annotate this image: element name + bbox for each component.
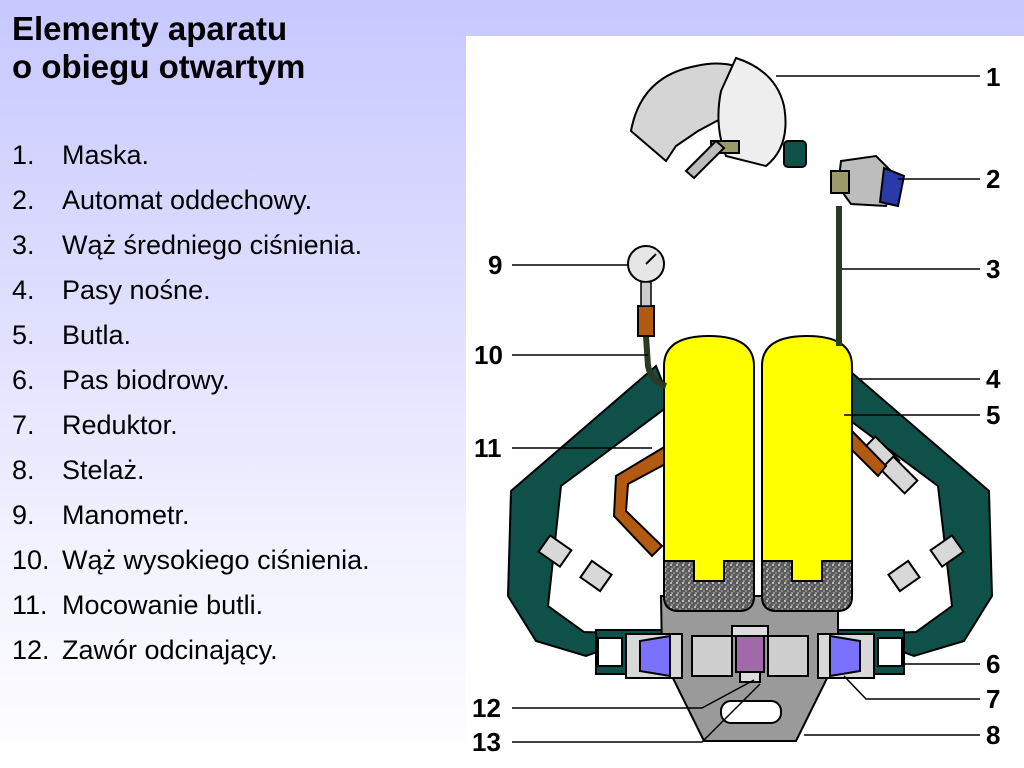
demand-valve [830, 154, 906, 208]
callout-7: 7 [986, 684, 1000, 714]
callout-2: 2 [986, 164, 1000, 194]
callout-6: 6 [986, 649, 1000, 679]
list-item-label: Pasy nośne. [62, 275, 211, 305]
high-pressure-hose [643, 335, 668, 389]
list-item-number: 6. [12, 365, 35, 395]
list-item: 1. Maska. [12, 133, 370, 178]
list-item: 11. Mocowanie butli. [12, 583, 370, 628]
list-item: 2. Automat oddechowy. [12, 178, 370, 223]
list-item-number: 7. [12, 410, 35, 440]
list-item-number: 12. [12, 635, 50, 665]
list-item-number: 3. [12, 230, 35, 260]
cylinders [663, 334, 853, 612]
cylinder-fixing-strap [612, 444, 673, 558]
list-item-number: 4. [12, 275, 35, 305]
list-item-label: Wąż średniego ciśnienia. [62, 230, 363, 260]
list-item: 10. Wąż wysokiego ciśnienia. [12, 538, 370, 583]
list-item: 6. Pas biodrowy. [12, 358, 370, 403]
callout-8: 8 [986, 720, 1000, 750]
manometer-gauge [627, 245, 665, 307]
hip-belt-end-left [597, 637, 623, 667]
cylinder-left-base [663, 560, 755, 612]
list-item-number: 2. [12, 185, 35, 215]
callout-9: 9 [488, 250, 502, 280]
list-item-label: Stelaż. [62, 455, 145, 485]
diagram-panel: 1 2 3 4 5 6 7 8 9 10 11 12 13 [466, 36, 1024, 768]
component-list: 1. Maska. 2. Automat oddechowy. 3. Wąż śred… [12, 133, 370, 673]
list-item: 5. Butla. [12, 313, 370, 358]
reducer-left [639, 634, 671, 678]
reducer-right [829, 634, 861, 678]
list-item: 12. Zawór odcinający. [12, 628, 370, 673]
left-shoulder-strap [506, 364, 673, 658]
list-item-label: Butla. [62, 320, 132, 350]
callout-11: 11 [474, 433, 502, 463]
leader-lines [512, 75, 980, 743]
list-item-label: Wąż wysokiego ciśnienia. [62, 545, 370, 575]
list-item: 9. Manometr. [12, 493, 370, 538]
list-item-number: 11. [12, 590, 48, 620]
list-item-label: Pas biodrowy. [62, 365, 230, 395]
list-item-label: Reduktor. [62, 410, 178, 440]
frame-handle [720, 700, 782, 724]
list-item-number: 1. [12, 140, 35, 170]
cylinder-right-base [761, 560, 853, 612]
callout-13: 13 [472, 727, 501, 757]
hip-belt-end-right [877, 637, 903, 667]
title-line-2: o obiegu otwartym [12, 48, 306, 85]
page-title: Elementy aparatu o obiegu otwartym [12, 10, 305, 86]
list-item: 8. Stelaż. [12, 448, 370, 493]
callout-3: 3 [986, 254, 1000, 284]
callout-4: 4 [986, 364, 1001, 394]
list-item: 3. Wąż średniego ciśnienia. [12, 223, 370, 268]
list-item-number: 9. [12, 500, 35, 530]
valve-assembly [625, 625, 875, 683]
list-item-number: 5. [12, 320, 35, 350]
title-line-1: Elementy aparatu [12, 10, 288, 47]
strap-buckles [537, 435, 965, 593]
breathing-apparatus-diagram: 1 2 3 4 5 6 7 8 9 10 11 12 13 [472, 56, 1001, 757]
shutoff-valve [735, 635, 765, 673]
callout-5: 5 [986, 400, 1000, 430]
list-item-label: Maska. [62, 140, 150, 170]
mask-visor [717, 56, 787, 168]
list-item-number: 8. [12, 455, 35, 485]
list-item: 4. Pasy nośne. [12, 268, 370, 313]
list-item: 7. Reduktor. [12, 403, 370, 448]
callout-12: 12 [472, 693, 501, 723]
manometer-connector [637, 305, 655, 337]
list-item-label: Automat oddechowy. [62, 185, 313, 215]
callout-1: 1 [986, 62, 1000, 92]
mask-filter-port [783, 140, 807, 168]
list-item-label: Zawór odcinający. [62, 635, 278, 665]
list-item-number: 10. [12, 545, 50, 575]
list-item-label: Manometr. [62, 500, 190, 530]
callout-10: 10 [474, 340, 503, 370]
face-mask [629, 56, 807, 180]
list-item-label: Mocowanie butli. [62, 590, 264, 620]
